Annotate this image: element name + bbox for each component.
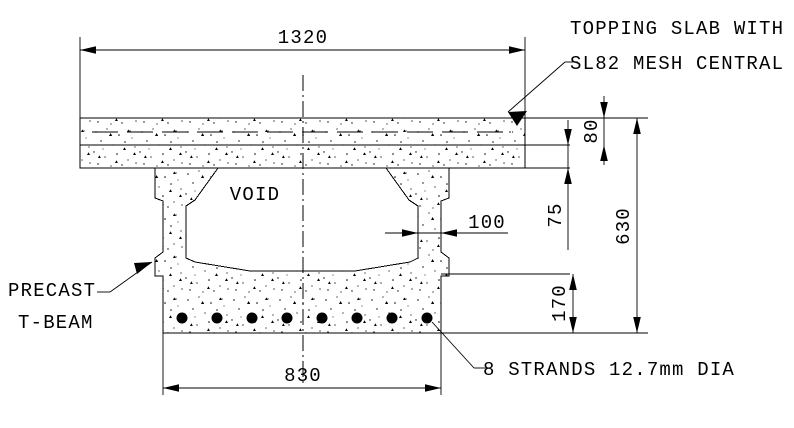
leader-arrowhead	[508, 111, 527, 126]
arrowhead-left	[163, 384, 179, 392]
note-strands-text: 8 STRANDS 12.7mm DIA	[483, 359, 735, 381]
dim-text-bottom-width: 830	[284, 365, 322, 387]
dim-text-overall-width: 1320	[278, 27, 328, 49]
strand	[281, 312, 293, 324]
arrowhead-left	[80, 46, 96, 54]
arrowhead-top	[633, 118, 641, 134]
strand	[386, 312, 398, 324]
arrowhead-right	[425, 384, 441, 392]
strand	[316, 312, 328, 324]
arrowhead-bottom	[564, 168, 572, 184]
note-precast-line1: PRECAST	[8, 280, 96, 302]
note-topping-line1: TOPPING SLAB WITH	[570, 18, 784, 40]
dim-text-web-thickness: 100	[468, 212, 506, 234]
dimension-bottom-flange-depth: 170	[441, 273, 648, 334]
arrowhead-top	[600, 102, 608, 118]
strand	[246, 312, 258, 324]
dimension-flange-depth: 75	[525, 120, 572, 250]
left-web-fill	[155, 168, 218, 262]
strand	[421, 312, 433, 324]
arrowhead-bottom	[633, 317, 641, 333]
note-precast-line2: T-BEAM	[18, 312, 94, 334]
arrowhead-right	[509, 46, 525, 54]
note-topping-line2: SL82 MESH CENTRAL	[570, 53, 784, 75]
note-precast-tbeam: PRECAST T-BEAM	[8, 261, 153, 334]
leader-line	[507, 61, 566, 113]
bottom-flange-fill	[163, 252, 441, 333]
dimension-bottom-width: 830	[162, 333, 442, 395]
arrowhead-inner	[402, 229, 418, 237]
arrowhead-top	[564, 129, 572, 145]
arrowhead-top	[569, 274, 577, 290]
arrowhead-bottom	[600, 145, 608, 161]
label-void: VOID	[230, 184, 280, 206]
strand	[211, 312, 223, 324]
dim-text-topping-thickness: 80	[581, 118, 603, 143]
dimension-overall-width: 1320	[79, 27, 526, 118]
note-topping-slab: TOPPING SLAB WITH SL82 MESH CENTRAL	[507, 18, 784, 126]
strand	[351, 312, 363, 324]
dim-text-flange-depth: 75	[545, 202, 567, 227]
beam-outer-profile	[80, 167, 525, 334]
right-web-fill	[386, 168, 449, 262]
dimension-web-thickness: 100	[385, 212, 508, 237]
leader-arrowhead	[134, 262, 152, 274]
strand	[176, 312, 188, 324]
arrowhead-bottom	[569, 317, 577, 333]
void-region	[186, 168, 418, 271]
arrowhead-outer	[441, 229, 457, 237]
void-outline	[185, 167, 419, 272]
dim-text-overall-depth: 630	[613, 207, 635, 245]
strand-group	[176, 312, 433, 324]
dimension-overall-depth: 630	[525, 117, 648, 333]
note-strands: 8 STRANDS 12.7mm DIA	[431, 321, 735, 381]
dim-text-bottom-flange-depth: 170	[549, 284, 571, 322]
leader-line	[431, 321, 475, 369]
